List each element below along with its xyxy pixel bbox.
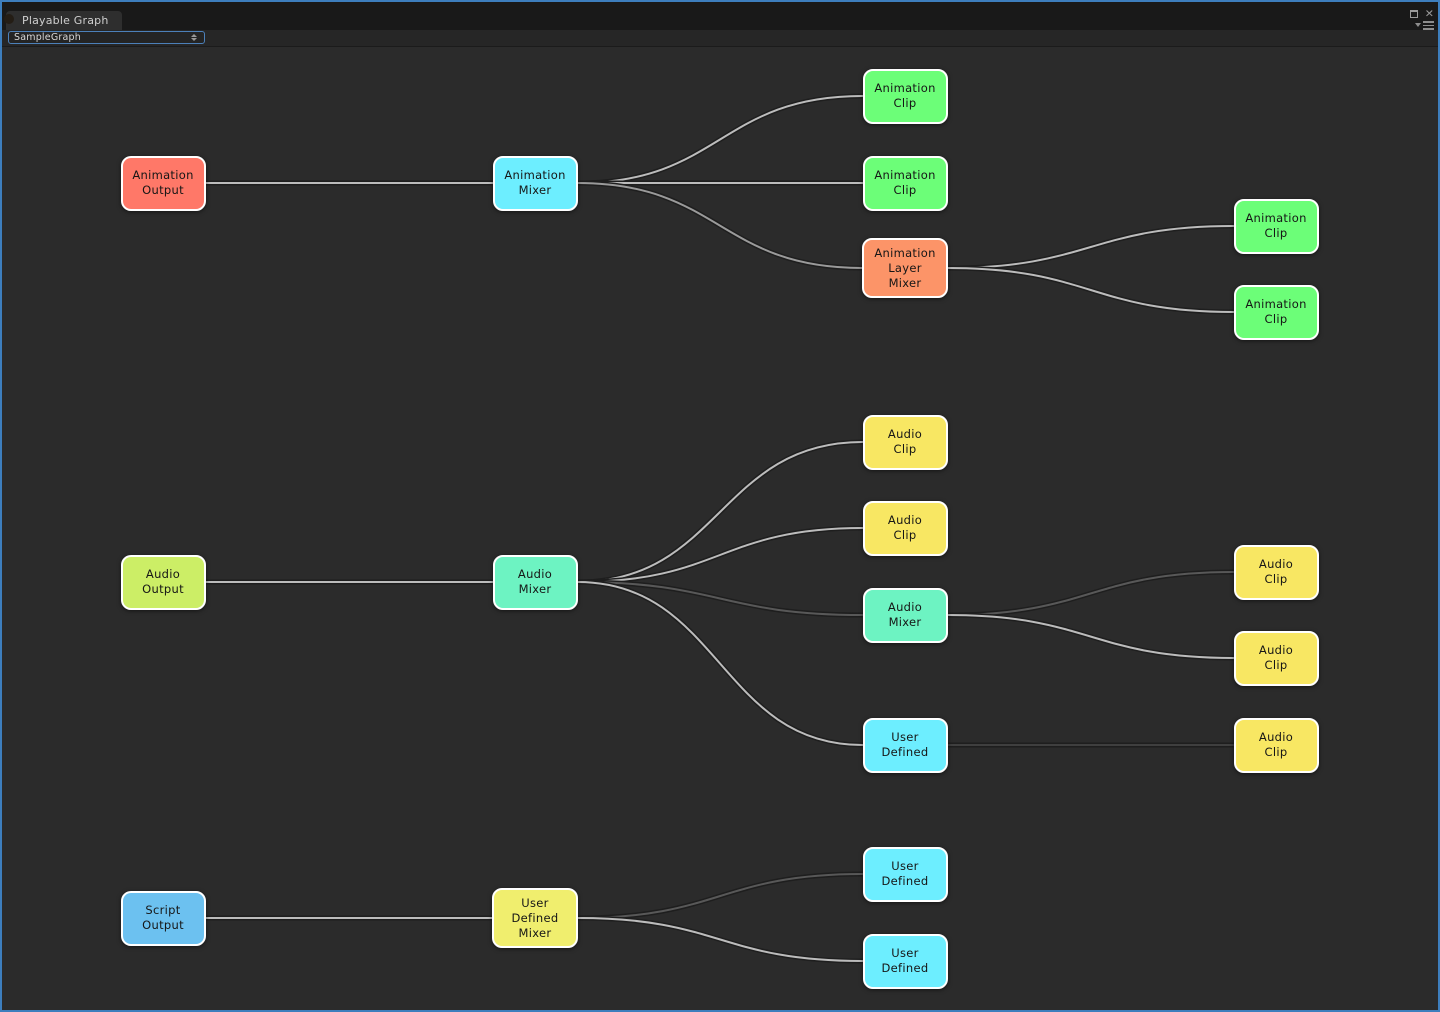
node-animation-clip-3[interactable]: Animation Clip <box>1233 198 1319 254</box>
edge-animation-mixer-to-animation-clip-1 <box>576 95 864 184</box>
edge-audio-mixer-2-to-audio-clip-4 <box>946 614 1235 659</box>
node-audio-mixer-1[interactable]: Audio Mixer <box>492 554 578 610</box>
tab-menu-button[interactable] <box>1415 21 1434 30</box>
node-animation-clip-1[interactable]: Animation Clip <box>862 68 948 124</box>
window-controls: ✕ <box>1409 7 1434 30</box>
graph-selector-dropdown[interactable]: SampleGraph <box>8 31 205 44</box>
graph-selector-value: SampleGraph <box>14 32 81 43</box>
node-audio-mixer-2[interactable]: Audio Mixer <box>862 587 948 643</box>
node-audio-clip-3[interactable]: Audio Clip <box>1233 544 1319 600</box>
tab-title: Playable Graph <box>22 14 109 27</box>
graph-canvas-background[interactable] <box>2 48 1438 1010</box>
node-user-defined-mixer[interactable]: User Defined Mixer <box>492 888 578 948</box>
dropdown-triangle-icon <box>1415 23 1421 28</box>
node-user-defined-2[interactable]: User Defined <box>862 846 948 902</box>
edge-user-defined-mixer-to-user-defined-3 <box>577 917 864 962</box>
node-user-defined-1[interactable]: User Defined <box>862 717 948 773</box>
edge-audio-mixer-1-to-user-defined-1 <box>576 581 864 746</box>
edge-audio-mixer-1-to-audio-clip-1 <box>576 441 864 583</box>
edge-audio-mixer-1-to-audio-mixer-2 <box>576 581 864 616</box>
node-animation-clip-2[interactable]: Animation Clip <box>862 155 948 211</box>
edge-animation-layer-mixer-to-animation-clip-3 <box>947 225 1235 269</box>
edge-user-defined-mixer-to-user-defined-2 <box>577 873 864 919</box>
node-user-defined-3[interactable]: User Defined <box>862 933 948 989</box>
node-script-output[interactable]: Script Output <box>120 890 206 946</box>
dropdown-arrows-icon <box>191 34 197 41</box>
window-icon-dot <box>4 14 14 24</box>
hamburger-menu-icon <box>1423 21 1434 30</box>
node-animation-clip-4[interactable]: Animation Clip <box>1233 284 1319 340</box>
node-animation-output[interactable]: Animation Output <box>120 155 206 211</box>
window-tab-bar: Playable Graph ✕ <box>2 2 1438 30</box>
edge-animation-mixer-to-animation-layer-mixer <box>576 182 863 269</box>
node-audio-clip-5[interactable]: Audio Clip <box>1233 717 1319 773</box>
edge-animation-layer-mixer-to-animation-clip-4 <box>947 267 1235 313</box>
maximize-icon[interactable] <box>1409 9 1418 18</box>
toolbar: SampleGraph <box>2 30 1438 47</box>
node-audio-output[interactable]: Audio Output <box>120 554 206 610</box>
edge-audio-mixer-1-to-audio-clip-2 <box>576 527 864 583</box>
edge-audio-mixer-2-to-audio-clip-3 <box>946 571 1235 616</box>
node-animation-layer-mixer[interactable]: Animation Layer Mixer <box>862 238 948 298</box>
close-icon[interactable]: ✕ <box>1424 7 1434 20</box>
node-audio-clip-4[interactable]: Audio Clip <box>1233 630 1319 686</box>
node-animation-mixer[interactable]: Animation Mixer <box>492 155 578 211</box>
node-audio-clip-2[interactable]: Audio Clip <box>862 500 948 556</box>
node-audio-clip-1[interactable]: Audio Clip <box>862 414 948 470</box>
tab-playable-graph[interactable]: Playable Graph <box>6 11 122 30</box>
